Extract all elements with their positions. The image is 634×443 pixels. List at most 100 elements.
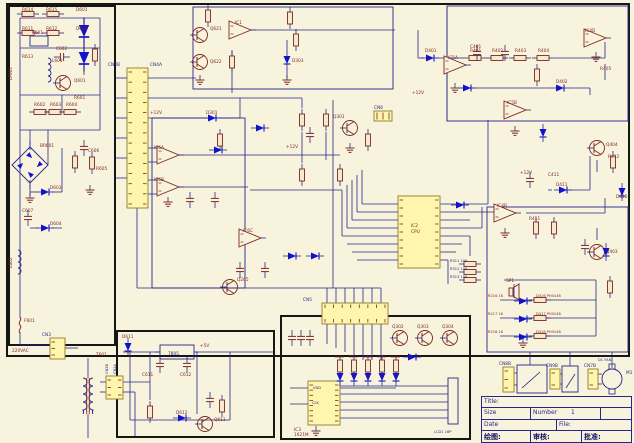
resistor-symbol (529, 315, 551, 321)
schematic-label: Q601 (74, 78, 86, 84)
capacitor-symbol (186, 192, 194, 208)
opamp-symbol (493, 203, 521, 223)
schematic-label: LF601 (8, 67, 14, 80)
diode-symbol (36, 188, 54, 196)
opamp-symbol (156, 145, 184, 165)
schematic-label: F601 (24, 318, 35, 324)
component-box (447, 377, 459, 425)
file-label: File: (559, 421, 572, 428)
schematic-label: +5V (200, 343, 209, 349)
schematic-label: R603 (50, 102, 61, 108)
diode-symbol (514, 333, 532, 341)
capacitor-symbol (306, 127, 314, 143)
review-label: 审核: (531, 431, 582, 442)
diode-symbol (306, 252, 324, 260)
schematic-label: D604 (50, 221, 62, 227)
diode-symbol (251, 124, 269, 132)
diode-symbol (514, 315, 532, 323)
resistor-symbol (219, 395, 225, 417)
transistor-symbol (190, 27, 208, 43)
diode-symbol (78, 17, 90, 45)
capacitor-symbol (526, 172, 534, 188)
resistor-symbol (17, 30, 39, 36)
component-box (29, 35, 49, 47)
schematic-label: C411 (548, 172, 559, 178)
schematic-label: R312 10K (450, 267, 468, 271)
resistor-symbol (607, 276, 613, 298)
schematic-label: Q403 (606, 249, 618, 255)
diode-symbol (539, 124, 547, 142)
resistor-symbol (379, 355, 385, 377)
diode-symbol (78, 44, 90, 72)
resistor-symbol (17, 11, 39, 17)
schematic-label: Q301 (333, 114, 345, 120)
schematic-label: DC FAN (598, 358, 612, 362)
diode-symbol (173, 414, 191, 422)
resistor-symbol (299, 164, 305, 186)
schematic-label: CN3 (42, 332, 51, 338)
schematic-label: D602 (76, 26, 88, 32)
diode-symbol (554, 186, 572, 194)
ground-symbol (195, 75, 205, 85)
schematic-label: D416 PH4148 (536, 294, 561, 298)
component-box (561, 365, 579, 393)
schematic-label: +12V (150, 110, 162, 116)
schematic-label: C612 (180, 372, 191, 378)
ground-symbol (345, 143, 355, 153)
title-label: Title: (484, 398, 499, 405)
resistor-symbol (529, 333, 551, 339)
schematic-label: R611 (22, 26, 33, 32)
section-outline (116, 330, 275, 438)
ground-symbol (500, 228, 510, 238)
transistor-symbol (220, 279, 238, 295)
transistor-symbol (195, 416, 213, 432)
capacitor-symbol (581, 239, 589, 255)
connector-block-cn2 (105, 375, 124, 400)
schematic-label: D611 (122, 334, 134, 340)
diode-symbol (283, 252, 301, 260)
schematic-label: R403 (515, 48, 526, 54)
capacitor-symbol (156, 357, 164, 373)
resistor-symbol (351, 355, 357, 377)
schematic-label: D411 (556, 182, 568, 188)
schematic-label: 7805 (168, 351, 179, 357)
schematic-label: R402 (492, 48, 503, 54)
schematic-label: 1621M (294, 432, 309, 438)
transistor-symbol (415, 330, 433, 346)
opamp-symbol (238, 228, 266, 248)
schematic-label: Q622 (210, 59, 222, 65)
schematic-label: R304 (377, 355, 386, 359)
transistor-symbol (587, 140, 605, 156)
resistor-symbol (42, 11, 64, 17)
resistor-symbol (92, 44, 98, 66)
fuse-symbol (18, 316, 22, 334)
transistor-symbol (390, 330, 408, 346)
diode-symbol (451, 201, 469, 209)
schematic-label: CLK (312, 401, 320, 405)
capacitor-symbol (54, 53, 70, 61)
resistor-symbol (459, 269, 481, 275)
capacitor-symbol (236, 262, 244, 278)
capacitor-symbol (261, 262, 269, 278)
schematic-label: R405 (600, 66, 611, 72)
resistor-symbol (217, 129, 223, 151)
diode-symbol (283, 51, 291, 69)
capacitor-symbol (183, 357, 191, 373)
schematic-label: C611 (142, 372, 153, 378)
schematic-label: R217 1K (488, 312, 504, 316)
schematic-label: R412 (608, 154, 619, 160)
ground-symbol (510, 126, 520, 136)
resistor-symbol (533, 217, 539, 239)
schematic-label: R303 (363, 355, 372, 359)
ground-symbol (311, 426, 321, 436)
connector-block-cn5 (321, 302, 389, 325)
schematic-label: L601 (52, 58, 63, 64)
schematic-label: Q621 (210, 26, 222, 32)
resistor-symbol (464, 55, 486, 61)
opamp-symbol (156, 177, 184, 197)
diode-symbol (458, 84, 476, 92)
opamp-symbol (443, 55, 471, 75)
schematic-label: R604 (66, 102, 77, 108)
ground-symbol (25, 193, 35, 203)
schematic-label: L602 (8, 257, 14, 268)
